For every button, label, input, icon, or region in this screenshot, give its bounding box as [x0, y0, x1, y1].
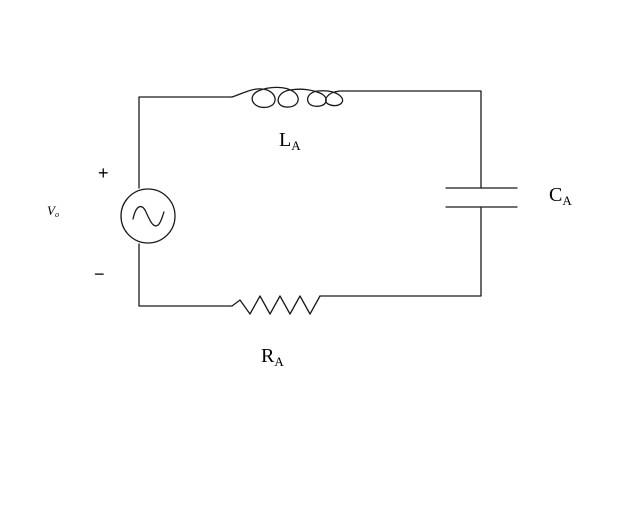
ac-source-circle	[120, 188, 176, 244]
sine-wave-icon	[132, 205, 165, 227]
source-positive-sign: +	[98, 163, 109, 183]
capacitor-subscript: A	[562, 193, 572, 208]
wire-bottom-left	[138, 243, 233, 307]
capacitor-label: CA	[549, 185, 572, 207]
inductor-subscript: A	[291, 138, 301, 153]
resistor-symbol: R	[261, 345, 275, 367]
source-negative-sign: −	[94, 264, 105, 284]
source-subscript: o	[54, 210, 59, 219]
inductor-label: LA	[279, 130, 301, 152]
wire-top-left	[138, 96, 233, 189]
resistor-label: RA	[261, 346, 284, 368]
source-symbol: V	[47, 203, 55, 218]
wire-right-lower	[319, 206, 482, 297]
wire-top-right	[347, 90, 482, 189]
inductor-symbol: L	[279, 129, 292, 151]
capacitor-symbol: C	[549, 184, 563, 206]
inductor-coil	[231, 86, 349, 109]
resistor-zigzag	[231, 295, 321, 315]
source-label: Vo	[47, 204, 59, 219]
resistor-subscript: A	[274, 354, 284, 369]
